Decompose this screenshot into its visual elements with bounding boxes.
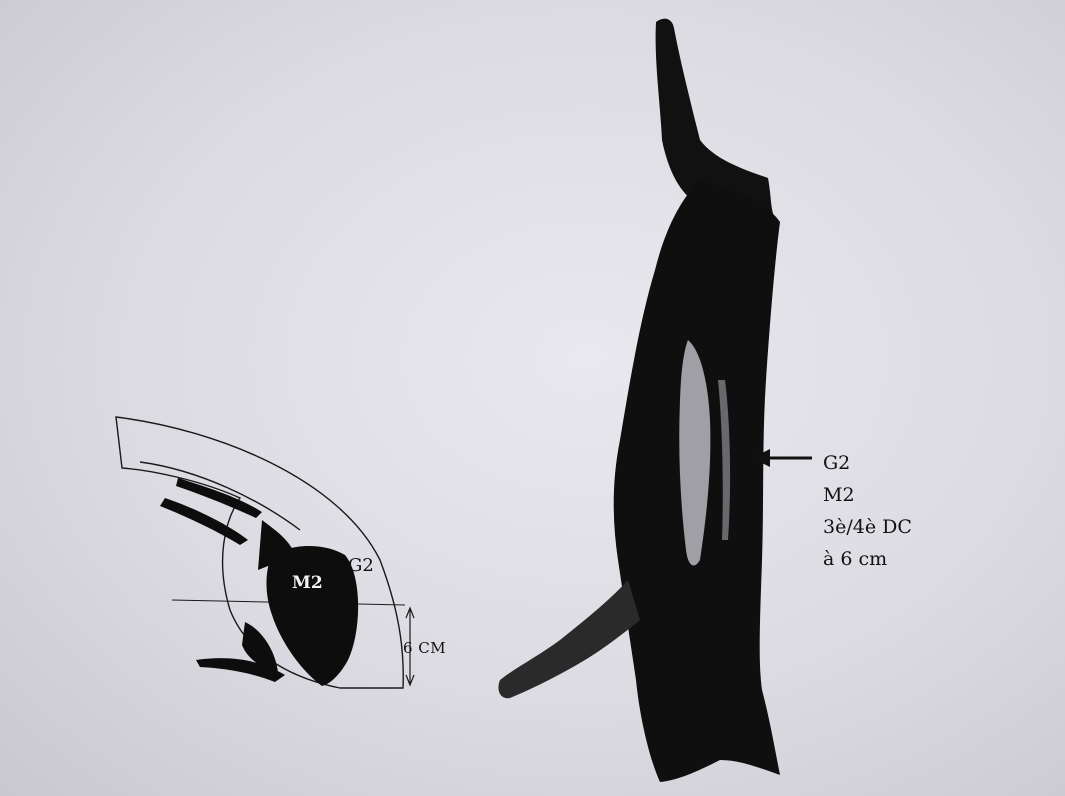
cross-section-masses [160,478,358,686]
legend-depth: à 6 cm [823,549,912,581]
fat-g2-label: G2 [348,557,374,575]
legend-fat-g2: G2 [823,453,912,485]
muscle-m2-label: M2 [292,575,323,592]
muscle-m2 [266,546,358,686]
carcass-legend: G2 M2 3è/4è DC à 6 cm [823,453,912,581]
legend-rib-location: 3è/4è DC [823,517,912,549]
carcass-illustration [498,19,812,782]
legend-muscle-m2: M2 [823,485,912,517]
carcass-foreleg [498,580,640,698]
depth-label: 6 CM [403,641,446,656]
